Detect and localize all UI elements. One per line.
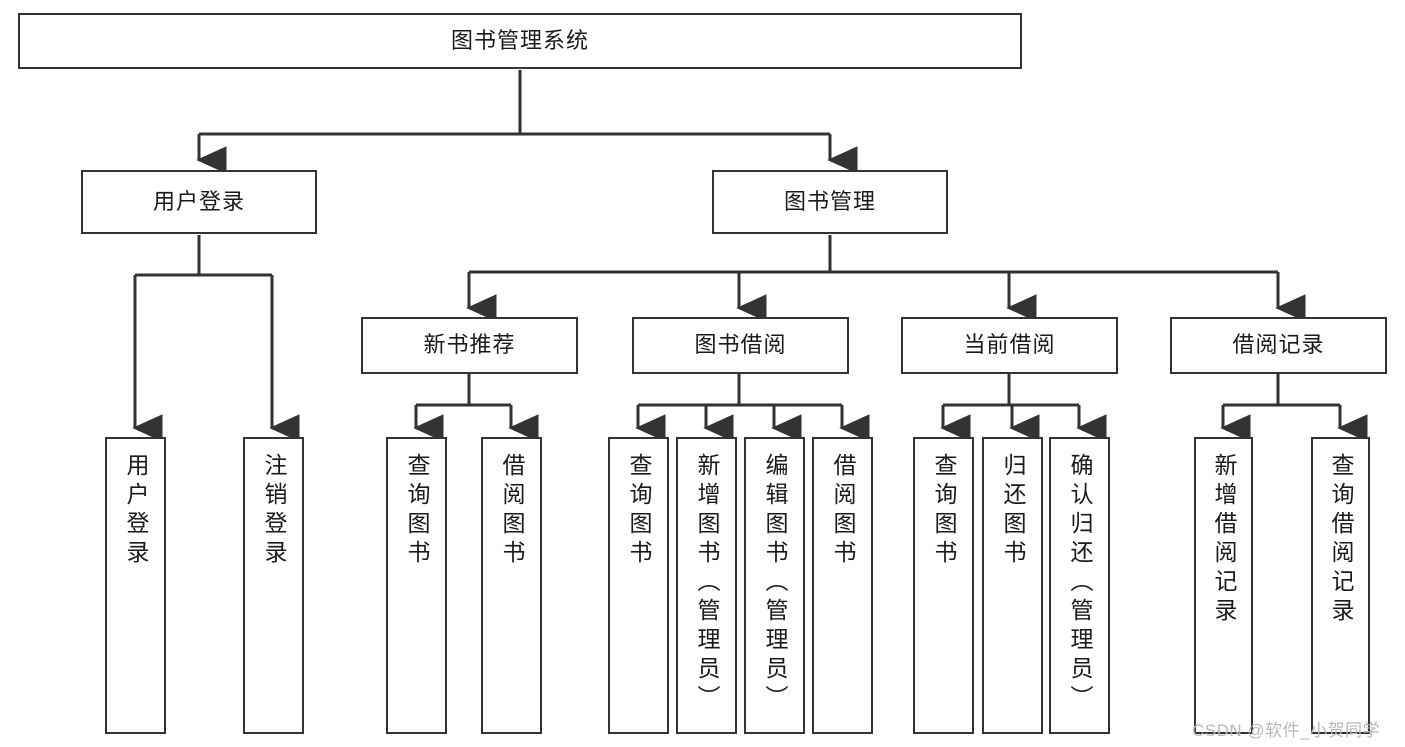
node-book-borrow[interactable]: 图书借阅 bbox=[632, 317, 849, 374]
node-leaf-add-book-label: 新增图书（管理员） bbox=[694, 453, 720, 714]
csdn-watermark: CSDN @软件_小贺同学 bbox=[1192, 721, 1381, 740]
node-leaf-add-record[interactable]: 新增借阅记录 bbox=[1194, 437, 1253, 734]
node-leaf-borrow-book-2-label: 借阅图书 bbox=[830, 453, 856, 569]
node-current-borrow-label: 当前借阅 bbox=[963, 332, 1056, 358]
node-leaf-edit-book[interactable]: 编辑图书（管理员） bbox=[744, 437, 805, 734]
node-current-borrow[interactable]: 当前借阅 bbox=[901, 317, 1118, 374]
node-user-login-label: 用户登录 bbox=[152, 188, 245, 214]
node-leaf-add-record-label: 新增借阅记录 bbox=[1211, 453, 1237, 627]
node-root-label: 图书管理系统 bbox=[450, 27, 589, 53]
node-book-borrow-label: 图书借阅 bbox=[694, 332, 787, 358]
node-new-book-recommend-label: 新书推荐 bbox=[423, 332, 516, 358]
node-leaf-add-book[interactable]: 新增图书（管理员） bbox=[676, 437, 737, 734]
node-borrow-record-label: 借阅记录 bbox=[1232, 332, 1325, 358]
node-leaf-query-book-2-label: 查询图书 bbox=[626, 453, 652, 569]
node-book-manage-label: 图书管理 bbox=[783, 188, 876, 214]
node-leaf-query-record-label: 查询借阅记录 bbox=[1328, 453, 1354, 627]
node-leaf-logout-login-label: 注销登录 bbox=[261, 453, 287, 569]
node-leaf-borrow-book-1[interactable]: 借阅图书 bbox=[481, 437, 542, 734]
node-leaf-query-book-1[interactable]: 查询图书 bbox=[386, 437, 447, 734]
node-user-login[interactable]: 用户登录 bbox=[81, 170, 317, 234]
node-leaf-borrow-book-1-label: 借阅图书 bbox=[499, 453, 525, 569]
node-book-manage[interactable]: 图书管理 bbox=[712, 170, 948, 234]
node-leaf-user-login[interactable]: 用户登录 bbox=[105, 437, 166, 734]
node-borrow-record[interactable]: 借阅记录 bbox=[1170, 317, 1387, 374]
node-leaf-query-book-1-label: 查询图书 bbox=[404, 453, 430, 569]
node-leaf-query-book-3-label: 查询图书 bbox=[931, 453, 957, 569]
node-leaf-edit-book-label: 编辑图书（管理员） bbox=[762, 453, 788, 714]
node-new-book-recommend[interactable]: 新书推荐 bbox=[361, 317, 578, 374]
node-leaf-user-login-label: 用户登录 bbox=[123, 453, 149, 569]
node-leaf-return-book[interactable]: 归还图书 bbox=[982, 437, 1043, 734]
node-leaf-query-record[interactable]: 查询借阅记录 bbox=[1311, 437, 1370, 734]
node-leaf-query-book-2[interactable]: 查询图书 bbox=[608, 437, 669, 734]
node-leaf-borrow-book-2[interactable]: 借阅图书 bbox=[812, 437, 873, 734]
node-leaf-confirm-return-label: 确认归还（管理员） bbox=[1067, 453, 1093, 714]
node-leaf-logout-login[interactable]: 注销登录 bbox=[243, 437, 304, 734]
node-leaf-return-book-label: 归还图书 bbox=[1000, 453, 1026, 569]
node-leaf-query-book-3[interactable]: 查询图书 bbox=[913, 437, 974, 734]
node-leaf-confirm-return[interactable]: 确认归还（管理员） bbox=[1049, 437, 1110, 734]
node-root-book-management-system[interactable]: 图书管理系统 bbox=[18, 13, 1022, 69]
